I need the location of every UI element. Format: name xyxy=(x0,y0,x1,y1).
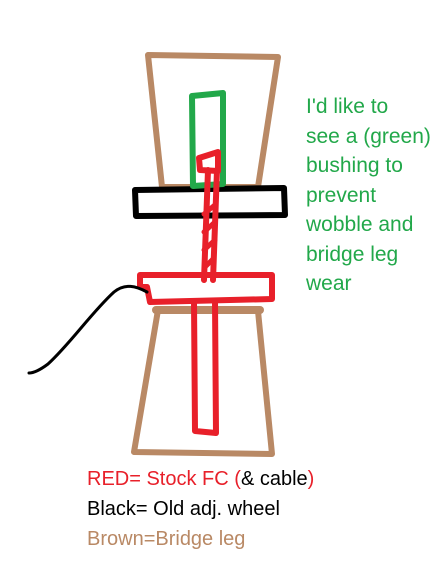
green-bushing xyxy=(189,90,226,189)
stock-fc-flange xyxy=(137,272,275,305)
upper-bridge-leg xyxy=(145,52,281,190)
legend-black: Black= Old adj. wheel xyxy=(87,498,280,520)
legend-red-paren-close: ) xyxy=(307,468,315,490)
fc-cable xyxy=(27,284,149,375)
legend-red-key: RED= Stock FC xyxy=(87,468,235,490)
lower-bridge-leg xyxy=(131,307,275,457)
stock-fc-lower-shaft xyxy=(191,298,219,436)
color-legend: RED= Stock FC (& cable) Black= Old adj. … xyxy=(87,464,314,554)
old-adjustment-wheel xyxy=(132,185,288,219)
annotation-line: I'd like to xyxy=(306,95,389,118)
legend-brown: Brown=Bridge leg xyxy=(87,528,246,550)
stock-fc-thread-marks xyxy=(201,201,219,271)
annotation-line: wear xyxy=(306,272,352,295)
annotation-line: prevent xyxy=(306,183,377,207)
annotation-line: see a (green) xyxy=(306,124,431,148)
legend-red-detail: & cable xyxy=(240,468,308,490)
legend-red: RED= Stock FC (& cable) xyxy=(87,464,314,494)
annotation-line: bridge leg xyxy=(306,242,399,266)
annotation-line: wobble and xyxy=(306,213,414,236)
bushing-annotation: I'd like to see a (green) bushing to pre… xyxy=(306,92,446,299)
legend-red-paren-open: ( xyxy=(234,468,241,490)
annotation-line: bushing to xyxy=(306,154,403,177)
